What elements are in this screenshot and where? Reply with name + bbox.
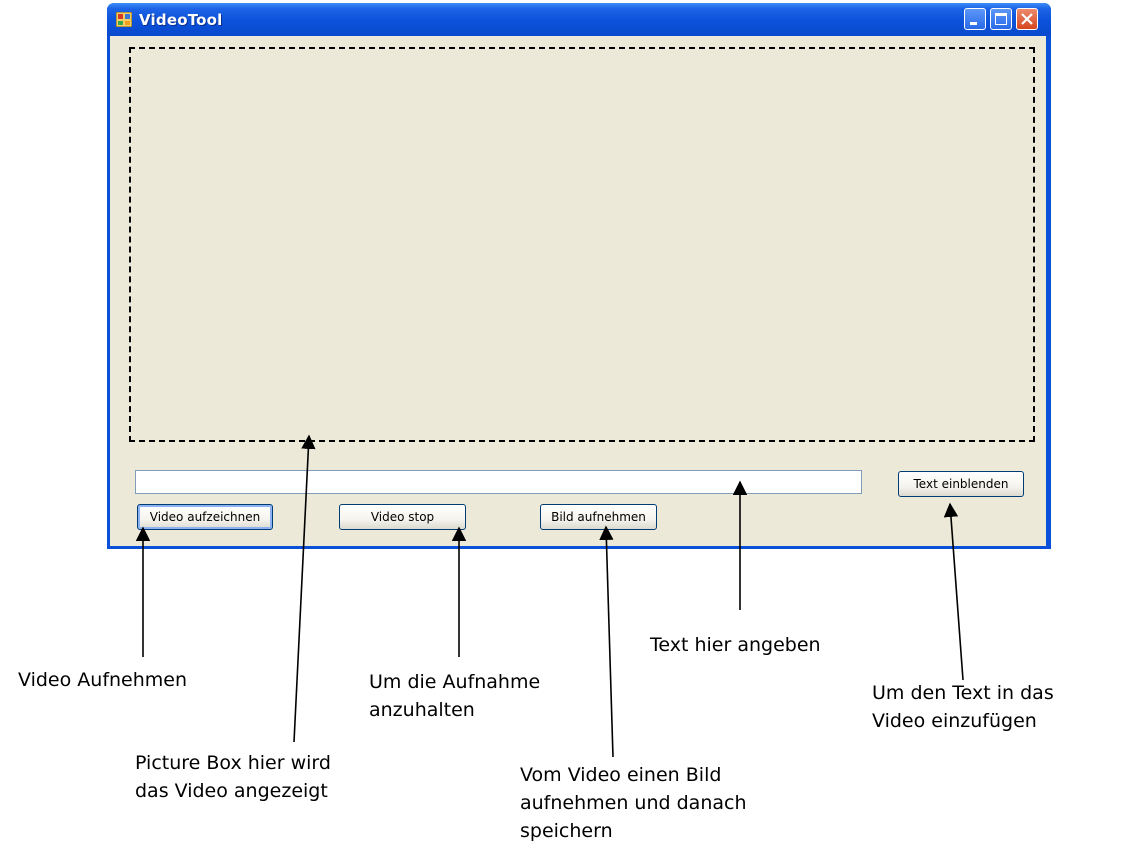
maximize-icon bbox=[995, 13, 1007, 25]
minimize-button[interactable] bbox=[964, 8, 986, 30]
bild-aufnehmen-button[interactable]: Bild aufnehmen bbox=[540, 504, 657, 530]
close-button[interactable] bbox=[1016, 8, 1038, 30]
note-picture-box: Picture Box hier wird das Video angezeig… bbox=[135, 752, 331, 802]
video-picture-box bbox=[129, 47, 1035, 442]
video-aufzeichnen-button[interactable]: Video aufzeichnen bbox=[137, 504, 273, 530]
close-icon bbox=[1021, 13, 1033, 25]
note-video-aufnehmen: Video Aufnehmen bbox=[18, 669, 188, 691]
window-title: VideoTool bbox=[139, 11, 223, 29]
client-area: Text einblenden Video aufzeichnen Video … bbox=[110, 36, 1046, 546]
videotool-window: VideoTool Text einblenden Video aufzeich… bbox=[107, 3, 1051, 549]
note-aufnahme-anhalten: Um die Aufnahme anzuhalten bbox=[369, 671, 541, 721]
app-icon bbox=[116, 12, 132, 27]
title-bar[interactable]: VideoTool bbox=[107, 3, 1051, 36]
video-stop-button[interactable]: Video stop bbox=[339, 504, 466, 530]
text-einblenden-button[interactable]: Text einblenden bbox=[898, 471, 1024, 497]
arrow-picture bbox=[599, 525, 614, 758]
note-text-angeben: Text hier angeben bbox=[650, 634, 821, 656]
note-text-einfuegen: Um den Text in das Video einzufügen bbox=[872, 682, 1054, 732]
note-bild-aufnehmen: Vom Video einen Bild aufnehmen und danac… bbox=[520, 764, 747, 842]
minimize-icon bbox=[970, 22, 977, 25]
overlay-text-input[interactable] bbox=[135, 470, 862, 494]
maximize-button[interactable] bbox=[990, 8, 1012, 30]
